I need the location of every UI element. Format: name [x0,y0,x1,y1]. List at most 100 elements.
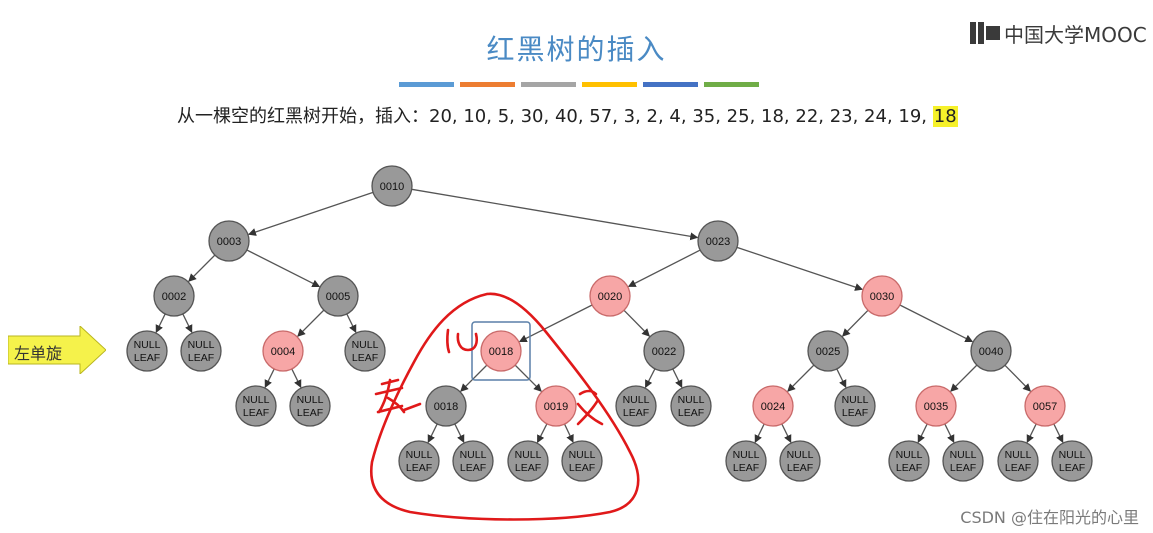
mooc-logo-text: 中国大学MOOC [1004,22,1147,47]
tree-edge-n10-n3 [247,191,374,236]
null-leaf-label: LEAF [842,407,868,419]
null-leaf-node [452,440,494,482]
tree-node-0018-red [480,330,522,372]
null-leaf-label: LEAF [1005,462,1031,474]
tree-edge-n30-n25 [842,309,869,337]
tree-node-label: 0010 [380,181,404,193]
null-leaf-label: NULL [950,449,977,461]
null-leaf-node [670,385,712,427]
null-edge-17 [1026,423,1037,444]
null-edge-11 [536,423,548,444]
null-leaf-node [507,440,549,482]
null-leaf-label: LEAF [515,462,541,474]
tree-edge-n23-n20 [627,249,701,288]
null-leaf-label: NULL [1005,449,1032,461]
color-bar-segment-3 [521,82,576,87]
null-leaf-node [180,330,222,372]
null-edge-18 [1053,423,1064,444]
rotation-label: 左单旋 [14,344,63,363]
tree-edge-n10-n23 [411,188,699,241]
tree-node-0010-black [371,165,413,207]
tree-node-0018-black [425,385,467,427]
tree-node-0022-black [643,330,685,372]
null-leaf-label: NULL [406,449,433,461]
null-edge-1 [155,313,166,334]
tree-node-label: 0005 [326,291,350,303]
null-leaf-label: LEAF [243,407,269,419]
tree-edge-n18a-n19 [514,364,542,392]
mooc-logo: 中国大学MOOC [970,18,1147,48]
color-bar-segment-5 [643,82,698,87]
null-edge-13 [754,423,765,444]
null-leaf-label: NULL [1059,449,1086,461]
tree-edge-n20-n18a [518,304,593,343]
null-leaf-node [888,440,930,482]
tree-node-0025-black [807,330,849,372]
null-leaf-label: LEAF [896,462,922,474]
null-leaf-label: NULL [188,339,215,351]
tree-node-label: 0003 [217,236,241,248]
tree-node-label: 0002 [162,291,186,303]
null-leaf-node [289,385,331,427]
null-leaf-label: LEAF [460,462,486,474]
color-bar [399,82,759,87]
null-leaf-node [779,440,821,482]
null-edge-10 [454,423,465,444]
tree-edge-n3-n2 [188,254,216,282]
hand-drawn-glyph-right [576,389,604,426]
tree-edge-n5-n4 [297,309,325,337]
null-edge-4 [264,368,275,389]
tree-node-0002-black [153,275,195,317]
null-leaf-label: NULL [460,449,487,461]
null-leaf-node [615,385,657,427]
null-edge-15 [917,423,928,444]
tree-node-label: 0025 [816,346,840,358]
tree-node-0004-red [262,330,304,372]
tree-node-0035-red [915,385,957,427]
tree-node-0057-red [1024,385,1066,427]
null-leaf-label: LEAF [569,462,595,474]
null-leaf-label: LEAF [1059,462,1085,474]
null-leaf-label: NULL [297,394,324,406]
color-bar-segment-2 [460,82,515,87]
tree-node-label: 0022 [652,346,676,358]
null-leaf-node [235,385,277,427]
null-leaf-label: NULL [842,394,869,406]
tree-node-0005-black [317,275,359,317]
rotation-arrow [8,326,106,374]
tree-node-label: 0040 [979,346,1003,358]
null-edge-3 [346,313,357,334]
null-leaf-node [398,440,440,482]
null-edge-14 [781,423,792,444]
tree-edge-n23-n30 [736,246,864,291]
null-leaf-label: NULL [515,449,542,461]
null-leaf-label: LEAF [188,352,214,364]
tree-node-label: 0018 [489,346,513,358]
tree-edge-n40-n57 [1004,364,1031,392]
tree-node-0024-red [752,385,794,427]
null-leaf-label: NULL [569,449,596,461]
null-leaf-node [834,385,876,427]
tree-edge-n40-n35 [950,364,978,392]
null-leaf-node [997,440,1039,482]
null-edge-2 [182,313,193,334]
null-leaf-label: LEAF [134,352,160,364]
color-bar-segment-4 [582,82,637,87]
tree-edge-n30-n40 [899,304,974,343]
null-leaf-label: NULL [787,449,814,461]
color-bar-segment-1 [399,82,454,87]
null-leaf-label: LEAF [733,462,759,474]
tree-node-label: 0019 [544,401,568,413]
tree-node-label: 0057 [1033,401,1057,413]
hand-drawn-glyph-left [374,378,406,414]
null-edge-8 [836,368,847,389]
null-leaf-label: NULL [623,394,650,406]
null-leaf-node [725,440,767,482]
null-leaf-label: LEAF [297,407,323,419]
null-leaf-label: NULL [243,394,270,406]
tree-node-label: 0035 [924,401,948,413]
null-edge-7 [672,368,683,389]
selection-box [471,321,531,381]
null-leaf-node [1051,440,1093,482]
null-leaf-label: NULL [733,449,760,461]
